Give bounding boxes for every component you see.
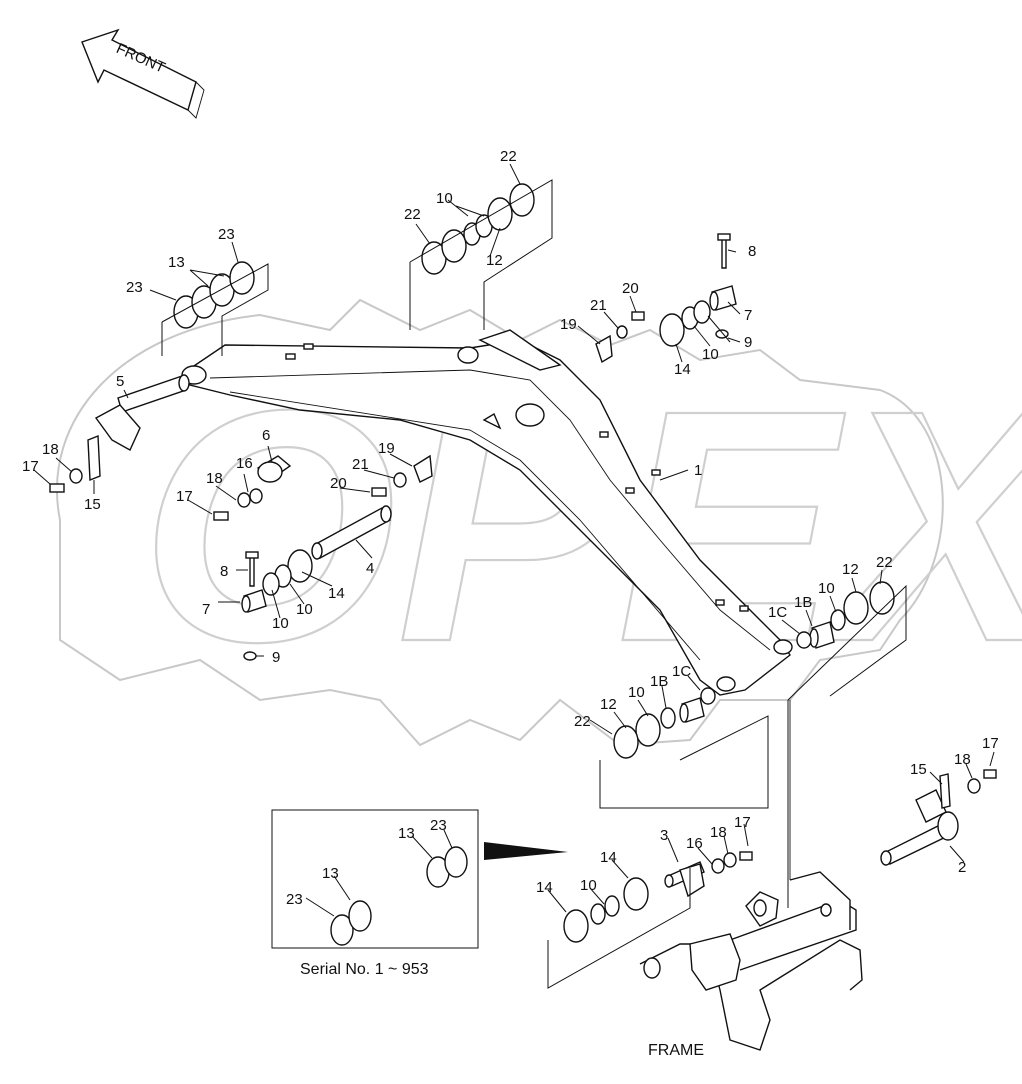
callout-8: 8 [748,243,756,260]
callout-17: 17 [734,814,751,831]
callout-3: 3 [660,827,668,844]
callout-14: 14 [674,361,691,378]
callout-18: 18 [206,470,223,487]
callout-5: 5 [116,373,124,390]
callout-6: 6 [262,427,270,444]
callout-1C: 1C [768,604,787,621]
callout-19: 19 [560,316,577,333]
callout-10: 10 [628,684,645,701]
frame-label: FRAME [648,1042,704,1059]
callout-18: 18 [954,751,971,768]
callout-18: 18 [710,824,727,841]
serial-inset: Serial No. 1 ~ 953 [271,809,479,978]
callout-9: 9 [744,334,752,351]
callout-13: 13 [322,865,339,882]
callout-20: 20 [330,475,347,492]
callout-19: 19 [378,440,395,457]
callout-17: 17 [22,458,39,475]
callout-14: 14 [536,879,553,896]
callout-7: 7 [202,601,210,618]
callout-22: 22 [404,206,421,223]
callout-7: 7 [744,307,752,324]
inset-pointer-arrow [484,842,568,860]
callout-18: 18 [42,441,59,458]
callout-10: 10 [818,580,835,597]
callout-10: 10 [296,601,313,618]
frame [639,700,863,1051]
callout-12: 12 [600,696,617,713]
callout-10: 10 [702,346,719,363]
boom [181,329,793,696]
callout-9: 9 [272,649,280,666]
pin-5 [94,374,190,451]
callouts: 22 10 22 12 23 13 23 8 7 9 10 20 21 19 1… [22,148,999,908]
leader-lines [33,163,995,917]
inset-frame [271,809,479,949]
callout-21: 21 [352,456,369,473]
callout-22: 22 [876,554,893,571]
callout-20: 20 [622,280,639,297]
callout-1: 1 [694,462,702,479]
callout-13: 13 [168,254,185,271]
callout-17: 17 [176,488,193,505]
pin-4 [311,505,392,560]
callout-1B: 1B [794,594,812,611]
callout-23: 23 [430,817,447,834]
callout-12: 12 [842,561,859,578]
pin-3 [664,861,705,898]
bracket-19-top [595,334,613,364]
callout-10: 10 [436,190,453,207]
callout-14: 14 [328,585,345,602]
callout-1B: 1B [650,673,668,690]
bolts [49,233,997,861]
callout-1C: 1C [672,663,691,680]
callout-21: 21 [590,297,607,314]
callout-12: 12 [486,252,503,269]
callout-15: 15 [910,761,927,778]
group-boxes [161,179,907,989]
callout-4: 4 [366,560,374,577]
callout-17: 17 [982,735,999,752]
bracket-19-boom [482,412,502,430]
callout-2: 2 [958,859,966,876]
callout-14: 14 [600,849,617,866]
serial-caption: Serial No. 1 ~ 953 [300,961,429,978]
bracket-19-mid [413,454,433,483]
callout-15: 15 [84,496,101,513]
callout-23: 23 [126,279,143,296]
front-arrow: FRONT [81,28,205,119]
callout-13: 13 [398,825,415,842]
callout-22: 22 [574,713,591,730]
callout-16: 16 [236,455,253,472]
callout-10: 10 [580,877,597,894]
plate-15-left [87,434,101,482]
pin-2 [880,789,959,866]
pin-6 [256,455,292,483]
callout-23: 23 [218,226,235,243]
callout-8: 8 [220,563,228,580]
callout-10: 10 [272,615,289,632]
callout-23: 23 [286,891,303,908]
plate-15-right [939,773,951,809]
callout-22: 22 [500,148,517,165]
callout-16: 16 [686,835,703,852]
